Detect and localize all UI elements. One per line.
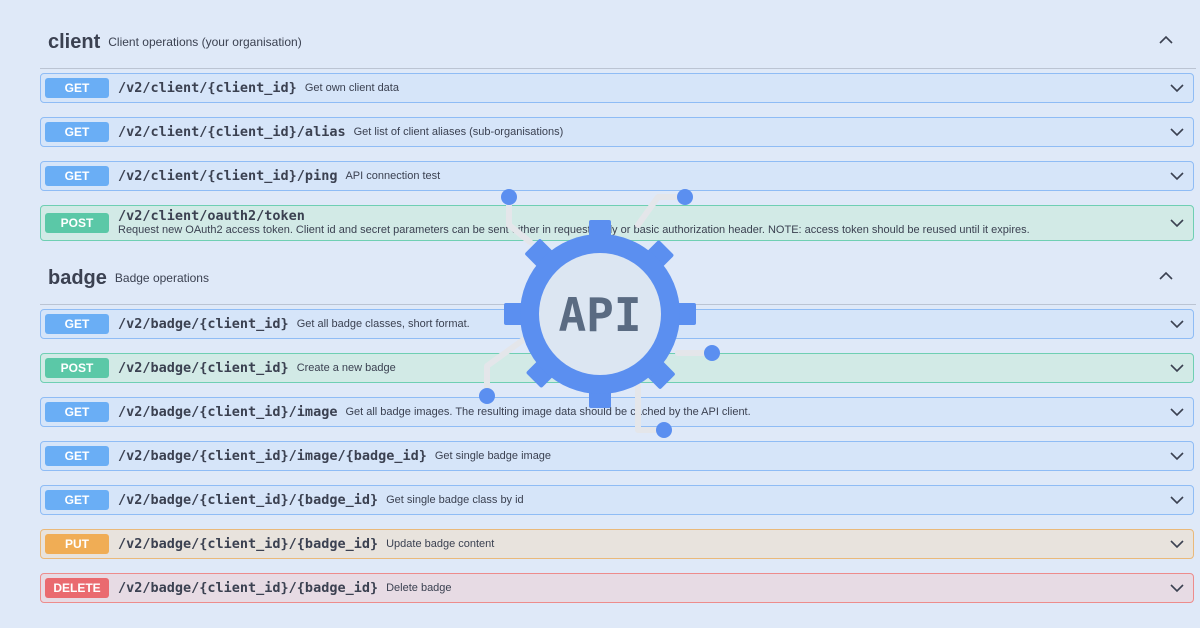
operation-summary: Get all badge images. The resulting imag… <box>345 406 751 418</box>
operation-path: /v2/badge/{client_id} <box>118 316 289 332</box>
chevron-down-icon[interactable] <box>1169 404 1185 420</box>
method-badge: POST <box>45 213 109 233</box>
method-badge: GET <box>45 402 109 422</box>
method-badge: GET <box>45 78 109 98</box>
operation-row[interactable]: GET /v2/client/{client_id}/ping API conn… <box>40 161 1194 191</box>
method-badge: PUT <box>45 534 109 554</box>
operation-summary: Get all badge classes, short format. <box>296 318 470 330</box>
operation-path: /v2/badge/{client_id}/{badge_id} <box>118 580 379 596</box>
operation-row[interactable]: GET /v2/client/{client_id}/alias Get lis… <box>40 117 1194 147</box>
method-badge: POST <box>45 358 109 378</box>
operation-summary: Get single badge class by id <box>386 494 524 506</box>
method-badge: GET <box>45 314 109 334</box>
operation-row[interactable]: GET /v2/badge/{client_id} Get all badge … <box>40 309 1194 339</box>
method-badge: GET <box>45 446 109 466</box>
operation-summary: Get own client data <box>304 82 399 94</box>
operation-summary: Create a new badge <box>296 362 396 374</box>
chevron-down-icon[interactable] <box>1169 580 1185 596</box>
section-name: client <box>48 30 101 53</box>
method-badge: GET <box>45 122 109 142</box>
method-badge: GET <box>45 166 109 186</box>
operation-row[interactable]: GET /v2/badge/{client_id}/image/{badge_i… <box>40 441 1194 471</box>
method-badge: GET <box>45 490 109 510</box>
operation-row[interactable]: GET /v2/badge/{client_id}/{badge_id} Get… <box>40 485 1194 515</box>
chevron-down-icon[interactable] <box>1169 316 1185 332</box>
method-badge: DELETE <box>45 578 109 598</box>
operation-path: /v2/badge/{client_id}/image/{badge_id} <box>118 448 427 464</box>
operation-summary: Delete badge <box>386 582 452 594</box>
operation-path: /v2/client/{client_id} <box>118 80 297 96</box>
operation-path: /v2/badge/{client_id}/{badge_id} <box>118 536 379 552</box>
operation-summary: Update badge content <box>386 538 495 550</box>
chevron-down-icon[interactable] <box>1169 536 1185 552</box>
section-name: badge <box>48 266 107 289</box>
operation-summary: Request new OAuth2 access token. Client … <box>118 223 1030 236</box>
chevron-down-icon[interactable] <box>1169 360 1185 376</box>
chevron-down-icon[interactable] <box>1169 215 1185 231</box>
operation-path: /v2/client/{client_id}/ping <box>118 168 338 184</box>
operation-row[interactable]: GET /v2/client/{client_id} Get own clien… <box>40 73 1194 103</box>
section-description: Client operations (your organisation) <box>108 35 302 49</box>
operation-row[interactable]: DELETE /v2/badge/{client_id}/{badge_id} … <box>40 573 1194 603</box>
chevron-down-icon[interactable] <box>1169 492 1185 508</box>
section-header-client[interactable]: client Client operations (your organisat… <box>40 16 1196 69</box>
operation-summary: Get list of client aliases (sub-organisa… <box>353 126 564 138</box>
operation-path: /v2/client/{client_id}/alias <box>118 124 346 140</box>
operation-path: /v2/badge/{client_id}/{badge_id} <box>118 492 379 508</box>
operation-path: /v2/client/oauth2/token <box>118 207 305 224</box>
operation-row[interactable]: POST /v2/badge/{client_id} Create a new … <box>40 353 1194 383</box>
chevron-down-icon[interactable] <box>1169 80 1185 96</box>
chevron-up-icon[interactable] <box>1158 268 1174 284</box>
section-header-badge[interactable]: badge Badge operations <box>40 252 1196 305</box>
chevron-down-icon[interactable] <box>1169 168 1185 184</box>
operation-row[interactable]: POST /v2/client/oauth2/token Request new… <box>40 205 1194 241</box>
operation-summary: API connection test <box>345 170 441 182</box>
chevron-up-icon[interactable] <box>1158 32 1174 48</box>
operation-path: /v2/badge/{client_id} <box>118 360 289 376</box>
operation-row[interactable]: PUT /v2/badge/{client_id}/{badge_id} Upd… <box>40 529 1194 559</box>
operation-summary: Get single badge image <box>434 450 552 462</box>
chevron-down-icon[interactable] <box>1169 124 1185 140</box>
section-description: Badge operations <box>114 271 209 285</box>
operation-row[interactable]: GET /v2/badge/{client_id}/image Get all … <box>40 397 1194 427</box>
chevron-down-icon[interactable] <box>1169 448 1185 464</box>
operation-path: /v2/badge/{client_id}/image <box>118 404 338 420</box>
